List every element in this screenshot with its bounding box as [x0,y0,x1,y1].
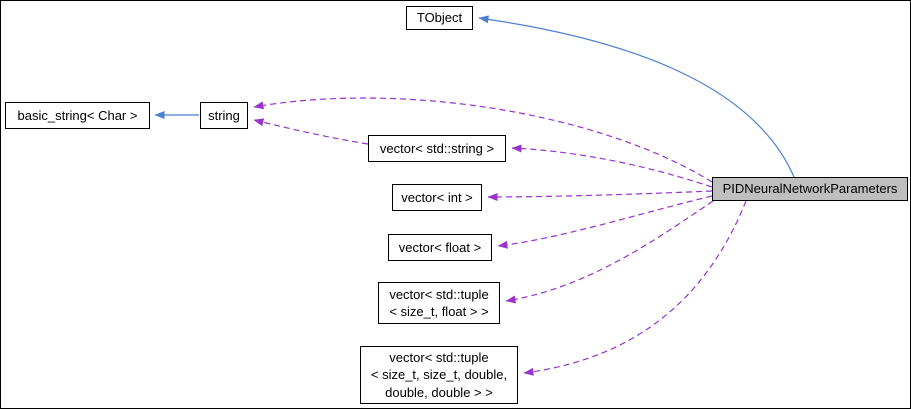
edge-pid-to-tobject [478,15,795,178]
edge-pid-to-vecfloat [497,195,713,249]
node-vector-tuple-five[interactable]: vector< std::tuple < size_t, size_t, dou… [360,346,518,404]
edge-pid-to-vecstring [511,144,713,188]
edge-pid-to-vectuple5 [523,200,747,376]
node-pid-neural-network-parameters: PIDNeuralNetworkParameters [712,177,908,201]
node-string[interactable]: string [200,102,248,129]
node-vector-std-string[interactable]: vector< std::string > [368,135,506,162]
node-basic-string[interactable]: basic_string< Char > [5,102,150,129]
edge-pid-to-vecint [487,190,713,201]
node-tobject[interactable]: TObject [406,6,473,30]
node-vector-float[interactable]: vector< float > [388,234,492,261]
edge-vecstring-to-string [253,118,369,145]
node-vector-tuple-size-t-float[interactable]: vector< std::tuple < size_t, float > > [378,282,500,324]
node-vector-int[interactable]: vector< int > [392,184,482,211]
edge-pid-to-vectuple2 [505,200,714,304]
